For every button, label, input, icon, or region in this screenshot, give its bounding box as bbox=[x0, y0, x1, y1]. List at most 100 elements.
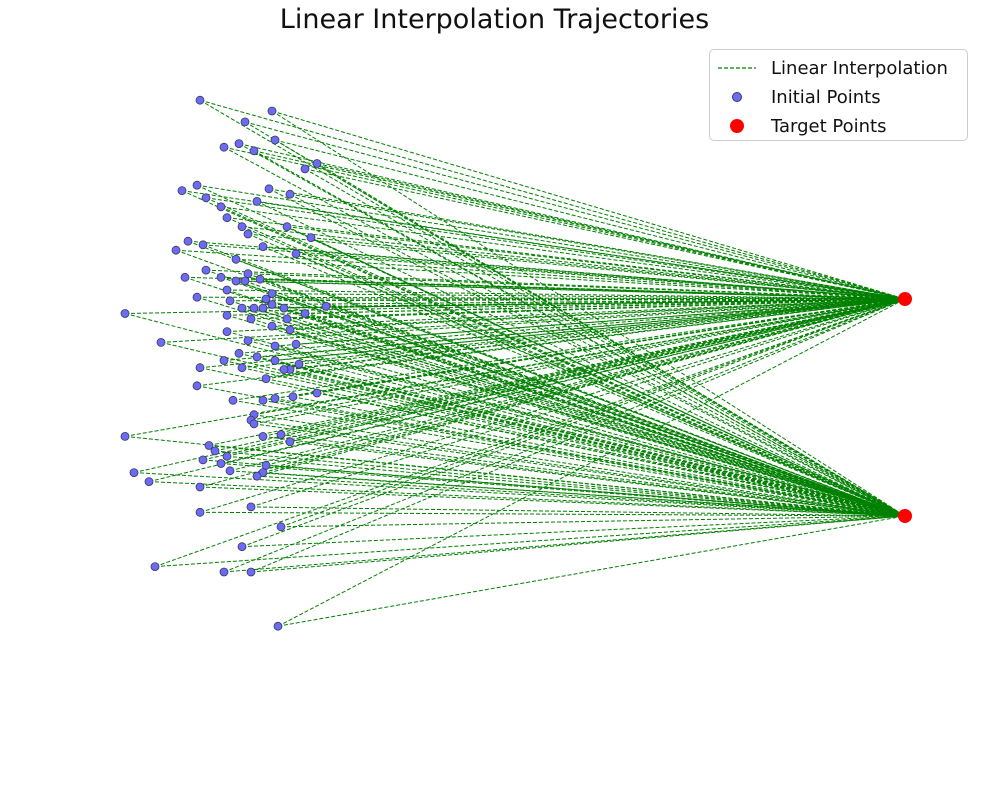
trajectory-line bbox=[199, 99, 906, 300]
trajectory-line bbox=[274, 139, 906, 517]
legend-label-target-points: Target Points bbox=[771, 116, 887, 137]
initial-point bbox=[306, 233, 316, 243]
initial-point bbox=[219, 356, 229, 365]
initial-point bbox=[222, 451, 232, 461]
trajectory-line bbox=[220, 276, 906, 300]
trajectory-line bbox=[265, 298, 906, 380]
trajectory-line bbox=[223, 298, 906, 573]
initial-point bbox=[210, 446, 220, 456]
initial-point bbox=[120, 431, 130, 441]
initial-point bbox=[300, 309, 310, 318]
trajectory-line bbox=[220, 463, 906, 517]
trajectory-line bbox=[286, 298, 906, 320]
trajectory-line bbox=[277, 515, 906, 627]
trajectory-line bbox=[247, 340, 906, 517]
initial-point bbox=[222, 310, 232, 320]
trajectory-line bbox=[280, 515, 906, 528]
trajectory-line bbox=[205, 197, 906, 300]
initial-point bbox=[231, 254, 241, 264]
trajectory-line bbox=[199, 298, 906, 488]
trajectory-line bbox=[250, 506, 906, 517]
trajectory-line bbox=[325, 305, 906, 517]
initial-point bbox=[129, 468, 139, 478]
trajectory-line bbox=[220, 206, 906, 300]
trajectory-line bbox=[205, 269, 906, 300]
initial-point bbox=[192, 180, 202, 190]
initial-point bbox=[150, 562, 160, 571]
trajectory-line bbox=[220, 298, 906, 464]
trajectory-line bbox=[202, 298, 906, 461]
trajectory-line bbox=[316, 392, 906, 517]
trajectory-line bbox=[283, 298, 906, 309]
legend-dashed-line-marker bbox=[718, 67, 756, 69]
initial-point bbox=[261, 460, 271, 470]
initial-point bbox=[225, 296, 235, 306]
trajectory-line bbox=[316, 163, 906, 517]
initial-point bbox=[258, 303, 268, 313]
legend-entry-linear-interpolation: Linear Interpolation bbox=[710, 55, 967, 81]
initial-point bbox=[234, 139, 244, 149]
trajectory-line bbox=[205, 197, 906, 517]
trajectory-line bbox=[238, 143, 906, 517]
target-point bbox=[898, 509, 912, 523]
initial-point bbox=[120, 309, 130, 318]
trajectory-line bbox=[271, 110, 906, 517]
initial-points-layer bbox=[120, 95, 331, 631]
trajectory-line bbox=[289, 441, 906, 517]
trajectory-line bbox=[235, 258, 906, 300]
trajectory-line bbox=[259, 278, 906, 517]
trajectory-line bbox=[262, 472, 906, 517]
initial-point bbox=[258, 242, 268, 252]
trajectory-line bbox=[256, 298, 906, 477]
initial-point bbox=[249, 303, 259, 313]
trajectory-line bbox=[253, 298, 906, 425]
trajectory-line bbox=[241, 298, 906, 369]
trajectory-line bbox=[160, 298, 906, 343]
trajectory-line bbox=[256, 200, 906, 300]
initial-point bbox=[312, 159, 322, 168]
trajectory-line bbox=[256, 200, 906, 517]
initial-point bbox=[219, 567, 229, 577]
initial-point bbox=[216, 202, 226, 212]
initial-point bbox=[234, 348, 244, 358]
trajectory-line bbox=[241, 515, 906, 548]
initial-point bbox=[237, 303, 247, 313]
trajectory-line bbox=[196, 298, 906, 387]
trajectory-line bbox=[265, 464, 906, 517]
trajectory-line bbox=[280, 298, 906, 436]
trajectory-line bbox=[226, 289, 906, 300]
trajectory-line bbox=[250, 298, 906, 421]
trajectory-line bbox=[199, 511, 906, 517]
trajectory-line bbox=[274, 298, 906, 347]
trajectory-line bbox=[271, 293, 906, 300]
trajectory-line bbox=[289, 298, 906, 331]
trajectory-line bbox=[241, 367, 906, 517]
initial-point bbox=[321, 301, 331, 311]
trajectory-line bbox=[253, 150, 906, 300]
initial-point bbox=[177, 186, 187, 196]
trajectory-line bbox=[196, 296, 906, 300]
trajectory-line bbox=[226, 455, 906, 517]
trajectory-line bbox=[289, 329, 906, 517]
initial-point bbox=[219, 142, 229, 152]
initial-point bbox=[240, 276, 250, 286]
initial-point bbox=[249, 146, 259, 156]
initial-point bbox=[246, 502, 256, 512]
trajectory-line bbox=[310, 237, 906, 300]
trajectory-line bbox=[247, 233, 906, 300]
trajectory-line bbox=[250, 298, 906, 508]
trajectory-line bbox=[154, 298, 906, 568]
trajectory-line bbox=[154, 515, 906, 568]
trajectory-line bbox=[298, 363, 906, 517]
initial-point bbox=[285, 325, 295, 335]
initial-point bbox=[195, 507, 205, 517]
initial-point bbox=[270, 394, 280, 403]
legend: Linear Interpolation Initial Points Targ… bbox=[709, 49, 968, 141]
initial-point bbox=[204, 441, 214, 450]
initial-point bbox=[228, 395, 238, 405]
initial-point bbox=[255, 274, 265, 284]
initial-point bbox=[282, 314, 292, 324]
trajectory-line bbox=[271, 298, 906, 305]
initial-point bbox=[222, 327, 232, 337]
initial-point bbox=[282, 222, 292, 232]
